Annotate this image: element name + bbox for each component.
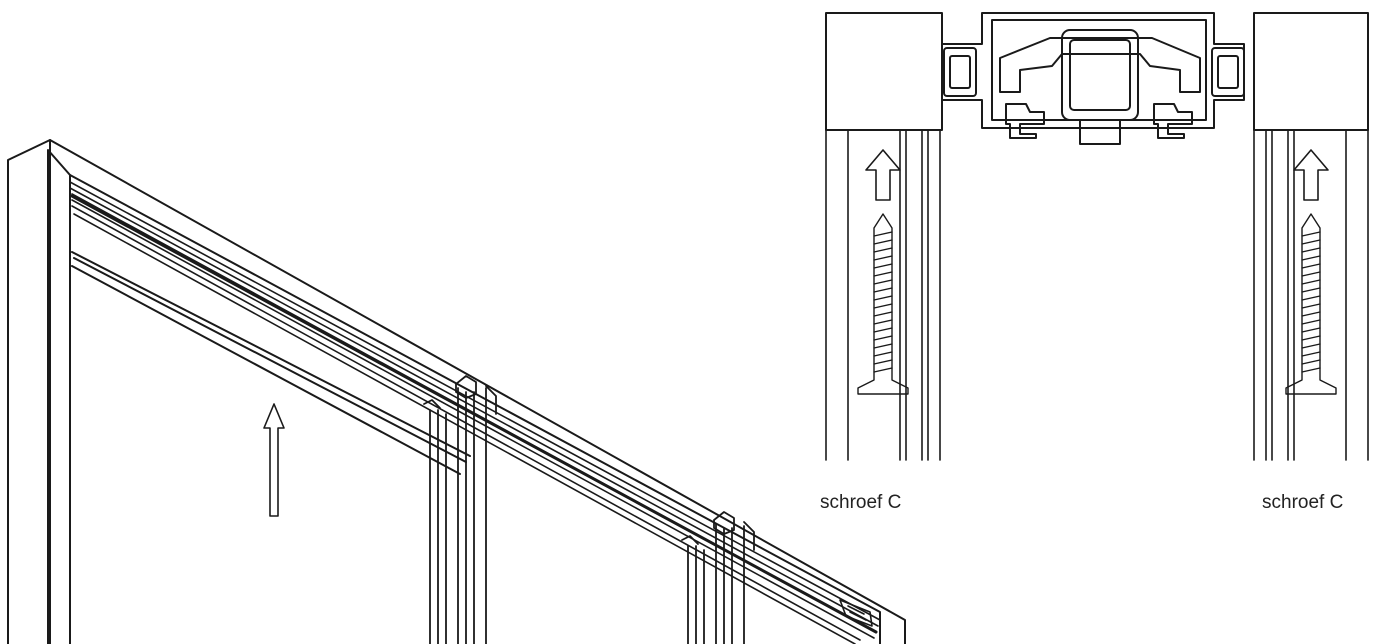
roller-left [943,47,977,97]
frame-perspective [7,139,906,644]
screw-icon [1285,213,1337,395]
screw-label-right: schroef C [1262,492,1344,513]
track-profile [941,12,1245,145]
center-stud [1079,119,1121,145]
up-arrow-icon [263,403,285,517]
up-arrow-icon [1293,149,1329,201]
screw-label-left: schroef C [820,492,902,513]
roller-right [1211,47,1245,97]
center-block [1061,29,1139,121]
guide-bar [71,251,471,475]
wall-channel-right [1253,129,1369,461]
vertical-post-right [681,511,755,644]
wall-block-left [825,12,943,131]
up-arrow-icon [865,149,901,201]
wall-block-right [1253,12,1369,131]
cross-section-detail [825,12,1369,461]
wall-channel-left [825,129,941,461]
screw-icon [857,213,909,395]
rail-end-cap [839,599,873,627]
vertical-post-left [423,375,497,644]
